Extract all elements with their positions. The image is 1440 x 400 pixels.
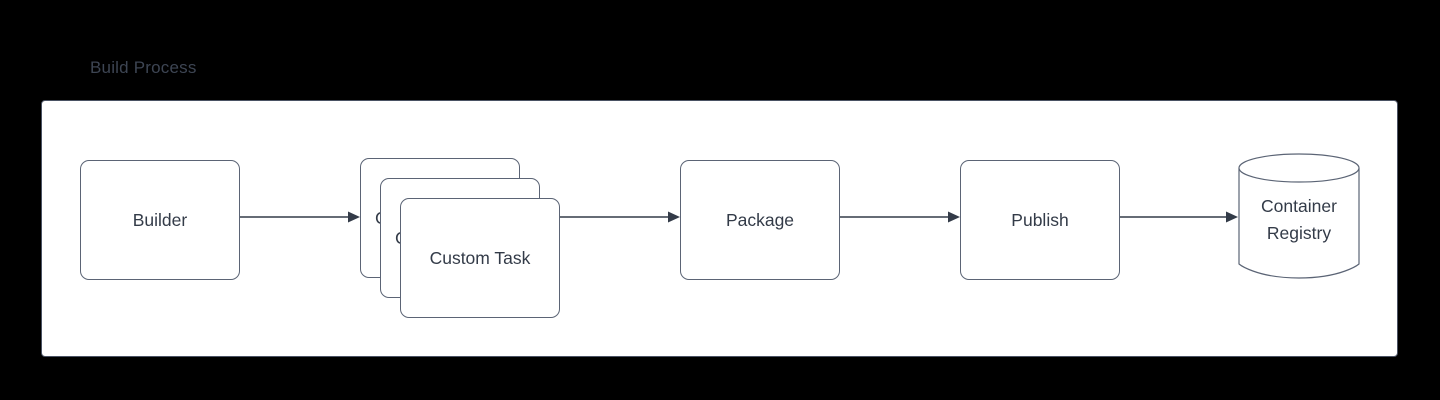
- node-builder-label: Builder: [132, 210, 188, 230]
- node-container-registry[interactable]: Container Registry: [1238, 152, 1360, 280]
- arrow-publish-to-container-registry: [1120, 210, 1238, 224]
- cylinder-icon: [1238, 153, 1360, 279]
- node-package[interactable]: Package: [680, 160, 840, 280]
- node-publish[interactable]: Publish: [960, 160, 1120, 280]
- node-builder[interactable]: Builder: [80, 160, 240, 280]
- node-custom-task-card-front[interactable]: Custom Task: [400, 198, 560, 318]
- node-custom-task-label: Custom Task: [429, 248, 531, 268]
- arrow-builder-to-custom-task: [240, 210, 360, 224]
- arrow-custom-task-to-package: [560, 210, 680, 224]
- node-publish-label: Publish: [1011, 210, 1069, 230]
- node-package-label: Package: [725, 210, 795, 230]
- diagram-title: Build Process: [90, 58, 197, 77]
- node-container-registry-label: Container Registry: [1238, 152, 1360, 280]
- node-custom-task-stack[interactable]: Custom Task Custom Task Custom Task: [360, 158, 560, 318]
- node-container-registry-label-line2: Registry: [1266, 223, 1332, 243]
- arrow-package-to-publish: [840, 210, 960, 224]
- node-container-registry-label-line1: Container: [1261, 196, 1337, 216]
